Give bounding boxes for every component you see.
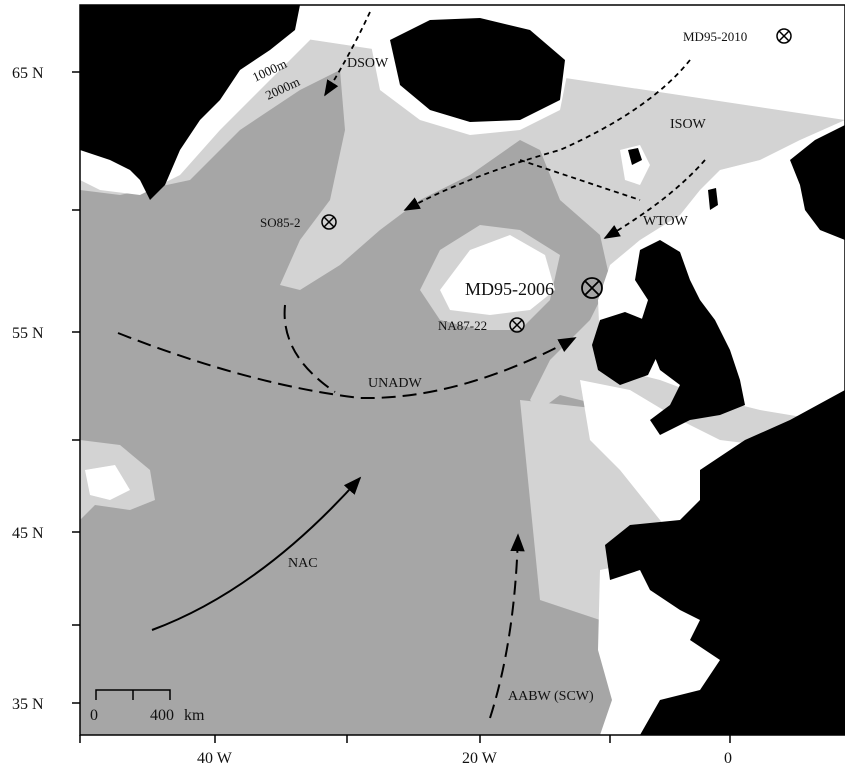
lon-label-20w: 20 W xyxy=(462,750,498,767)
scale-unit-label: km xyxy=(184,707,205,724)
lon-label-0: 0 xyxy=(724,750,732,767)
core-site-md95-2010 xyxy=(776,28,792,44)
ireland xyxy=(592,312,660,385)
faroe-islands xyxy=(628,148,642,165)
scale-zero-label: 0 xyxy=(90,707,98,724)
bathymetry-layers xyxy=(80,5,845,735)
aabw-path xyxy=(489,533,525,719)
isow-label: ISOW xyxy=(670,117,707,132)
scandinavia xyxy=(790,125,845,240)
current-paths xyxy=(117,11,706,719)
iceland xyxy=(390,18,565,122)
core-site-na87-22 xyxy=(509,317,525,333)
core-marker-icon xyxy=(581,277,603,299)
lat-ticks xyxy=(72,71,80,704)
britain xyxy=(635,240,745,435)
isow-path-branch xyxy=(519,159,641,201)
core-label-md95-2006: MD95-2006 xyxy=(465,279,554,299)
lat-label-65: 65 N xyxy=(12,65,44,82)
core-label-md95-2010: MD95-2010 xyxy=(683,29,747,44)
land-masses xyxy=(80,5,845,735)
nac-path xyxy=(151,476,362,631)
scale-max-label: 400 xyxy=(150,707,174,724)
wtow-label: WTOW xyxy=(643,214,689,229)
unadw-inflow xyxy=(283,304,336,393)
map-frame xyxy=(79,4,845,736)
unadw-label: UNADW xyxy=(368,376,422,391)
europe-mainland xyxy=(605,390,845,735)
lat-label-55: 55 N xyxy=(12,325,44,342)
core-marker-icon xyxy=(509,317,525,333)
wtow-path xyxy=(603,159,706,239)
greenland xyxy=(80,5,300,200)
dsow-path xyxy=(324,11,371,97)
aabw-label: AABW (SCW) xyxy=(508,689,594,704)
lat-label-35: 35 N xyxy=(12,696,44,713)
core-marker-icon xyxy=(321,214,337,230)
core-site-so85-2 xyxy=(321,214,337,230)
lon-ticks xyxy=(79,735,731,743)
core-label-na87-22: NA87-22 xyxy=(438,318,487,333)
lon-label-40w: 40 W xyxy=(197,750,233,767)
core-site-md95-2006 xyxy=(581,277,603,299)
nac-label: NAC xyxy=(288,556,318,571)
scale-bar xyxy=(95,689,171,700)
core-marker-icon xyxy=(776,28,792,44)
core-label-so85-2: SO85-2 xyxy=(260,215,300,230)
lat-label-45: 45 N xyxy=(12,525,44,542)
unadw-path xyxy=(117,332,577,400)
dsow-label: DSOW xyxy=(347,56,389,71)
shetland xyxy=(708,188,718,210)
